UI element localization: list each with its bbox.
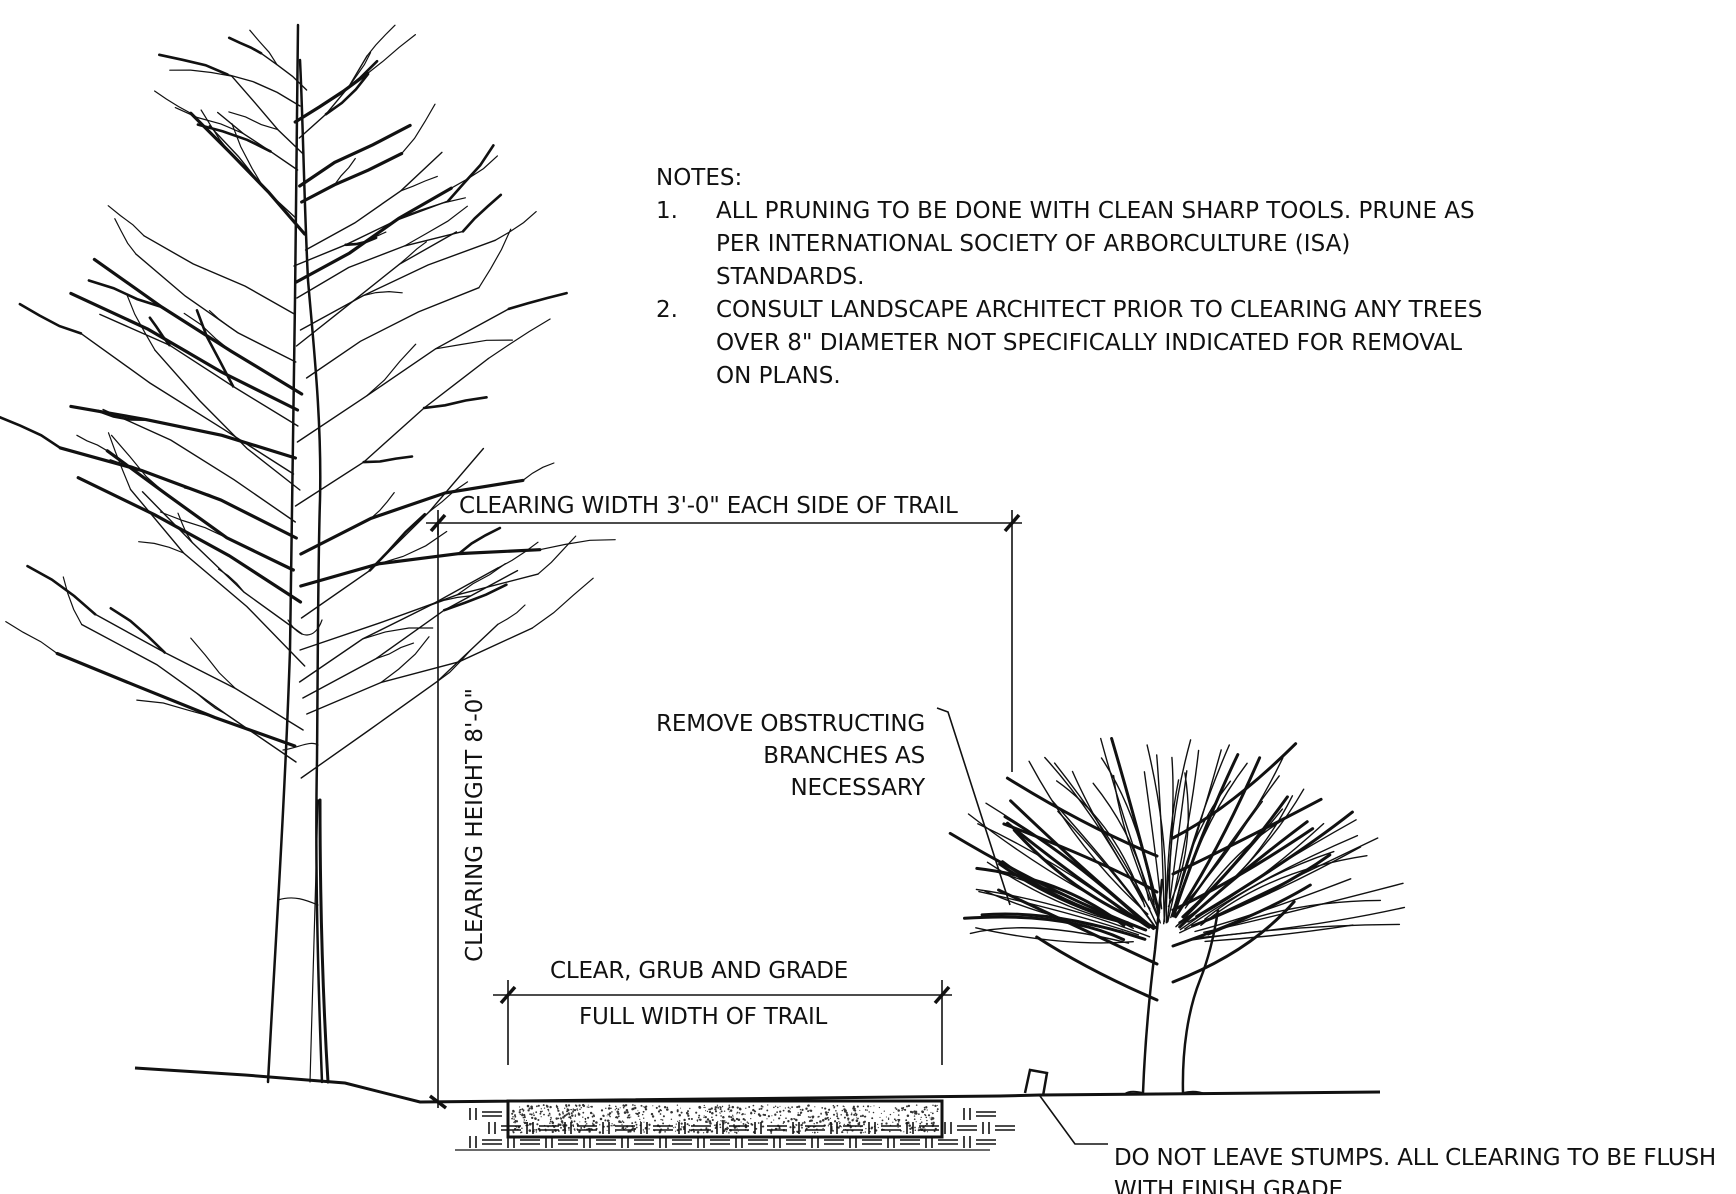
- callout-line: REMOVE OBSTRUCTING: [656, 711, 925, 737]
- note-number: 2.: [656, 297, 678, 323]
- stump-leader: [1039, 1095, 1108, 1145]
- note-number: 1.: [656, 198, 678, 224]
- note-line: ALL PRUNING TO BE DONE WITH CLEAN SHARP …: [716, 198, 1475, 224]
- note-item: 2. CONSULT LANDSCAPE ARCHITECT PRIOR TO …: [656, 294, 1482, 393]
- large-tree: [0, 23, 616, 1084]
- callout-line: BRANCHES AS: [763, 743, 925, 769]
- clearing-height-dimension: [428, 523, 448, 1110]
- stump: [1023, 1068, 1049, 1097]
- callout-line: WITH FINISH GRADE: [1114, 1177, 1343, 1194]
- small-tree: [948, 737, 1406, 1095]
- callout-line: NECESSARY: [790, 775, 926, 801]
- notes-heading: NOTES:: [656, 165, 743, 191]
- base-course-hatch: [455, 1108, 1015, 1151]
- note-item: 1. ALL PRUNING TO BE DONE WITH CLEAN SHA…: [656, 195, 1482, 294]
- note-line: CONSULT LANDSCAPE ARCHITECT PRIOR TO CLE…: [716, 297, 1483, 323]
- trail-top-label: CLEAR, GRUB AND GRADE: [550, 958, 849, 984]
- callout-line: DO NOT LEAVE STUMPS. ALL CLEARING TO BE …: [1114, 1145, 1717, 1171]
- note-line: STANDARDS.: [716, 264, 865, 290]
- clearing-height-label: CLEARING HEIGHT 8'-0": [462, 688, 488, 962]
- trail-bottom-label: FULL WIDTH OF TRAIL: [579, 1004, 828, 1030]
- notes-block: NOTES: 1. ALL PRUNING TO BE DONE WITH CL…: [656, 162, 1482, 393]
- trail-width-dimension: [493, 980, 952, 1065]
- remove-branches-leader: [936, 707, 1011, 906]
- remove-branches-callout: REMOVE OBSTRUCTING BRANCHES AS NECESSARY: [600, 708, 925, 804]
- note-line: ON PLANS.: [716, 363, 841, 389]
- trail-section: [455, 1099, 1015, 1151]
- note-line: PER INTERNATIONAL SOCIETY OF ARBORCULTUR…: [716, 231, 1351, 257]
- note-line: OVER 8" DIAMETER NOT SPECIFICALLY INDICA…: [716, 330, 1463, 356]
- ground-line: [134, 1066, 1381, 1104]
- clearing-width-label: CLEARING WIDTH 3'-0" EACH SIDE OF TRAIL: [459, 493, 958, 519]
- stumps-callout: DO NOT LEAVE STUMPS. ALL CLEARING TO BE …: [1114, 1142, 1716, 1194]
